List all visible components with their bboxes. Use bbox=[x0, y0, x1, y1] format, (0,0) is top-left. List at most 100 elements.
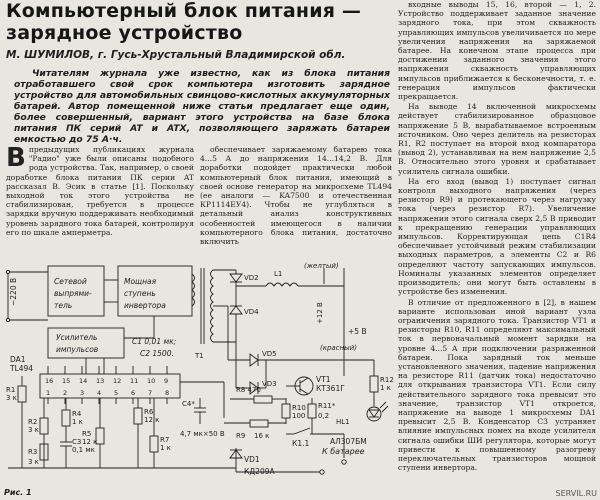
ic-pin-number: 11 bbox=[130, 377, 138, 385]
column-3-paragraph-1: входные выводы 15, 16, второй — 1, 2. Ус… bbox=[398, 0, 596, 102]
ic-pin-number: 2 bbox=[63, 389, 67, 397]
battery-label: К батарее bbox=[322, 447, 365, 456]
c4-label: C4* bbox=[182, 400, 195, 408]
diode-vd5: VD5 bbox=[227, 306, 277, 367]
vd1-label: VD1 bbox=[244, 455, 260, 464]
resistor-r3: R3 3 к bbox=[28, 443, 49, 466]
article-title: Компьютерный блок питания — зарядное уст… bbox=[6, 0, 362, 44]
r1-value: 3 к bbox=[6, 394, 17, 402]
capacitor-c3: C3 0,1 мк bbox=[60, 436, 95, 468]
ic-pin-number: 14 bbox=[79, 377, 87, 385]
hl1-value: АЛ307БМ bbox=[330, 437, 367, 446]
r3-value: 3 к bbox=[28, 458, 39, 466]
resistor-r2: R2 3 к bbox=[28, 398, 49, 468]
c3-label: C3 bbox=[72, 438, 81, 446]
diode-vd2: VD2 bbox=[229, 270, 259, 286]
drop-cap: В bbox=[6, 145, 26, 173]
inverter-label-3: инвертора bbox=[124, 301, 166, 310]
resistor-r7: R7 1 к bbox=[149, 398, 171, 468]
transistor-vt1: VT1 КТ361Г bbox=[286, 375, 345, 396]
resistor-r11: R11* 0,2 bbox=[307, 398, 336, 434]
ic-pin-number: 15 bbox=[62, 377, 70, 385]
hl1-label: HL1 bbox=[336, 418, 350, 426]
ic-name-label: TL494 bbox=[9, 364, 33, 373]
r9-value: 16 к bbox=[254, 432, 269, 440]
resistor-r9: R9 16 к bbox=[224, 419, 286, 440]
vt1-value: КТ361Г bbox=[316, 384, 345, 393]
r12-value: 1 к bbox=[380, 384, 391, 392]
resistor-r8: R8 470 bbox=[223, 382, 286, 418]
ic-pin-number: 6 bbox=[131, 389, 135, 397]
mains-rectifier-block: Сетевой выпрями- тель bbox=[47, 265, 118, 317]
ic-pin-number: 5 bbox=[114, 389, 118, 397]
r11-value: 0,2 bbox=[318, 412, 329, 420]
r4-label: R4 bbox=[72, 410, 82, 418]
r5-value: 12 к bbox=[82, 438, 97, 446]
yellow-wire-label: (желтый) bbox=[304, 262, 339, 270]
t1-label: T1 bbox=[194, 352, 204, 360]
k1-label: К1.1 bbox=[292, 439, 309, 448]
ic-pin-number: 8 bbox=[165, 389, 169, 397]
r1-label: R1 bbox=[6, 386, 15, 394]
c4-value: 4,7 мк×50 В bbox=[180, 430, 225, 438]
vd4-label: VD4 bbox=[244, 308, 259, 316]
r10-label: R10 bbox=[292, 404, 306, 412]
ic-pin-number: 13 bbox=[96, 377, 104, 385]
resistor-r6: R6 12 к bbox=[133, 398, 159, 468]
transformer-t1: T1 bbox=[191, 268, 236, 360]
red-wire-label: (красный) bbox=[320, 344, 357, 352]
mains-rectifier-label-1: Сетевой bbox=[54, 277, 87, 286]
watermark: SERVIL.RU bbox=[555, 489, 598, 498]
mains-input: ~220 В bbox=[5, 269, 48, 323]
vd5-label: VD5 bbox=[262, 350, 277, 358]
ic-pin-number: 1 bbox=[46, 389, 50, 397]
resistor-r10: R10 100 bbox=[281, 398, 306, 424]
r9-label: R9 bbox=[236, 432, 245, 440]
r2-label: R2 bbox=[28, 418, 37, 426]
column-3-paragraph-4: В отличие от предложенного в [2], в наше… bbox=[398, 297, 596, 473]
plus12-label: +12 В bbox=[316, 302, 324, 324]
article-lead: Читателям журнала уже известно, как из б… bbox=[14, 68, 390, 145]
plus5-label: +5 В bbox=[348, 327, 367, 336]
inverter-label-1: Мощная bbox=[124, 277, 157, 286]
resistor-r4: R4 1 к bbox=[61, 398, 83, 436]
text-column-2: обеспечивает заряжаемому батарею тока 4.… bbox=[200, 145, 392, 257]
ic-pin-number: 7 bbox=[148, 389, 152, 397]
inductor-l1: L1 (желтый) +12 В bbox=[236, 262, 345, 376]
vd2-label: VD2 bbox=[244, 274, 259, 282]
pulse-amplifier-block: Усилитель импульсов C1 0,01 мк; C2 1500. bbox=[47, 316, 176, 374]
inverter-label-2: ступень bbox=[124, 289, 156, 298]
led-hl1: HL1 АЛ307БМ bbox=[330, 401, 389, 446]
mains-rectifier-label-2: выпрями- bbox=[54, 289, 92, 298]
mains-rectifier-label-3: тель bbox=[54, 301, 72, 310]
ic-pin-number: 16 bbox=[45, 377, 53, 385]
diode-vd1: VD1 КД209А bbox=[229, 448, 320, 476]
resistor-r1: R1 3 к bbox=[6, 376, 27, 468]
r10-value: 100 bbox=[292, 412, 305, 420]
ic-pin-number: 9 bbox=[164, 377, 168, 385]
ic-pin-number: 4 bbox=[97, 389, 101, 397]
column-2-paragraph: обеспечивает заряжаемому батарею тока 4.… bbox=[200, 145, 392, 247]
r6-value: 12 к bbox=[144, 416, 159, 424]
battery-output: К батарее bbox=[312, 433, 365, 475]
figure-caption: Рис. 1 bbox=[4, 488, 32, 497]
column-3-paragraph-3: На его вход (вывод 1) поступает сигнал к… bbox=[398, 176, 596, 297]
r11-label: R11* bbox=[318, 402, 336, 410]
amplifier-label-2: импульсов bbox=[56, 345, 98, 354]
diode-vd4: VD4 bbox=[229, 286, 259, 342]
caps-note-2: C2 1500. bbox=[140, 349, 174, 358]
ic-pin-number: 3 bbox=[80, 389, 84, 397]
amplifier-label-1: Усилитель bbox=[56, 333, 97, 342]
r7-label: R7 bbox=[160, 436, 169, 444]
ic-ref-label: DA1 bbox=[10, 355, 26, 364]
ic-pin-number: 10 bbox=[147, 377, 155, 385]
circuit-schematic: ~220 В Сетевой выпрями- тель Мощная ступ… bbox=[4, 258, 396, 486]
vt1-label: VT1 bbox=[316, 375, 331, 384]
article-byline: М. ШУМИЛОВ, г. Гусь-Хрустальный Владимир… bbox=[6, 49, 346, 61]
r3-label: R3 bbox=[28, 448, 37, 456]
r4-value: 1 к bbox=[72, 418, 83, 426]
r8-label: R8 470 bbox=[236, 386, 261, 394]
ic-pins-bottom: 1 2 3 4 5 6 7 8 bbox=[46, 389, 169, 404]
column-3-paragraph-2: На выводе 14 включенной микросхемы дейст… bbox=[398, 102, 596, 176]
